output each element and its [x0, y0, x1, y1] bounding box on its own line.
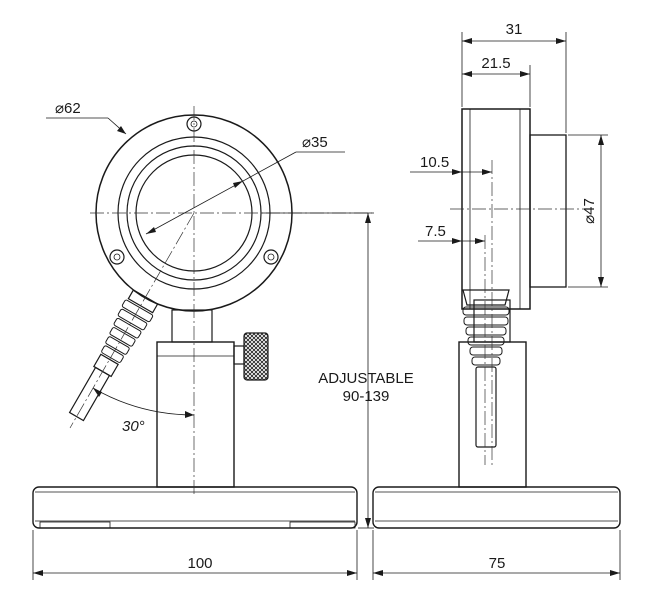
- svg-text:⌀62: ⌀62: [55, 100, 81, 117]
- offset-1-label: 10.5: [420, 154, 449, 171]
- depth-body-label: 21.5: [481, 55, 510, 72]
- side-cable: [462, 289, 510, 448]
- dim-depth-body: 21.5: [462, 55, 531, 107]
- screw-right: [263, 249, 279, 265]
- svg-text:⌀35: ⌀35: [302, 134, 328, 151]
- svg-text:⌀47: ⌀47: [581, 198, 598, 224]
- side-diameter-label: 47: [581, 198, 598, 215]
- dim-front-width: 100: [32, 530, 358, 580]
- side-view: 31 21.5 10.5 7.5: [372, 21, 621, 580]
- offset-2-label: 7.5: [425, 223, 446, 240]
- diameter-symbol-icon: ⌀: [55, 100, 64, 117]
- side-centerlines: [450, 160, 585, 465]
- side-post: [458, 299, 527, 488]
- dim-outer-diameter: ⌀62: [46, 100, 127, 135]
- diameter-symbol-icon: ⌀: [302, 134, 311, 151]
- dim-side-width: 75: [372, 530, 621, 580]
- height-label-line1: ADJUSTABLE: [318, 370, 414, 387]
- dim-adjustable-height: ADJUSTABLE 90-139: [262, 212, 414, 529]
- angle-label: 30°: [122, 418, 145, 435]
- dim-aperture-diameter: ⌀35: [145, 134, 345, 235]
- front-width-label: 100: [187, 555, 212, 572]
- height-label-line2: 90-139: [343, 388, 390, 405]
- dim-offset-1: 10.5: [410, 154, 492, 175]
- side-width-label: 75: [489, 555, 506, 572]
- aperture-diameter-label: 35: [311, 134, 328, 151]
- dim-side-diameter: ⌀47: [568, 134, 608, 288]
- knurled-knob: [233, 332, 269, 381]
- dim-depth-total: 31: [461, 21, 567, 133]
- side-base: [372, 486, 621, 529]
- front-centerlines: [69, 106, 372, 495]
- dim-offset-2: 7.5: [418, 223, 485, 244]
- front-view: 30° ⌀62 ⌀35 ADJUST: [32, 100, 414, 580]
- outer-diameter-label: 62: [64, 100, 81, 117]
- front-base: [32, 486, 358, 529]
- depth-total-label: 31: [506, 21, 523, 38]
- angle-dimension: 30°: [92, 387, 195, 435]
- front-post: [156, 309, 235, 488]
- screw-left: [109, 249, 125, 265]
- diameter-symbol-icon: ⌀: [581, 215, 598, 224]
